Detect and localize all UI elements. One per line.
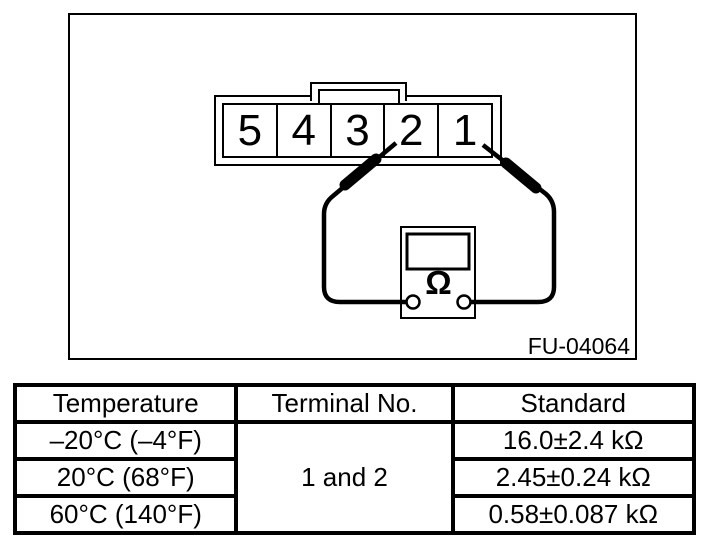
cell-terminal-no: 1 and 2 (234, 420, 455, 535)
diagram-frame: 5 4 3 2 1 FU-04064 (68, 13, 637, 360)
cell-standard-1: 16.0±2.4 kΩ (450, 420, 697, 461)
connector-pin-row: 5 4 3 2 1 (222, 103, 493, 158)
cell-temperature-3: 60°C (140°F) (12, 494, 239, 535)
resistance-spec-table: Temperature Terminal No. Standard –20°C … (12, 383, 697, 535)
pin-cell-5: 5 (237, 105, 263, 155)
cell-standard-2: 2.45±0.24 kΩ (450, 457, 697, 498)
header-standard: Standard (450, 383, 697, 424)
figure-code-label: FU-04064 (527, 333, 630, 359)
table-row: 20°C (68°F) 2.45±0.24 kΩ (12, 457, 697, 498)
table-row: 60°C (140°F) 0.58±0.087 kΩ (12, 494, 697, 535)
cell-temperature-1: –20°C (–4°F) (12, 420, 239, 461)
cell-temperature-2: 20°C (68°F) (12, 457, 239, 498)
header-terminal-no: Terminal No. (234, 383, 455, 424)
pin-cell-1: 1 (437, 105, 491, 156)
ohm-symbol: Ω (425, 264, 452, 301)
cell-standard-3: 0.58±0.087 kΩ (450, 494, 697, 535)
pin-cell-2: 2 (383, 105, 437, 156)
pin-cell-3: 3 (329, 105, 384, 156)
table-row: –20°C (–4°F) 1 and 2 16.0±2.4 kΩ (12, 420, 697, 535)
header-temperature: Temperature (12, 383, 239, 424)
pin-cell-4: 4 (275, 105, 330, 156)
table-header-row: Temperature Terminal No. Standard (12, 383, 697, 424)
